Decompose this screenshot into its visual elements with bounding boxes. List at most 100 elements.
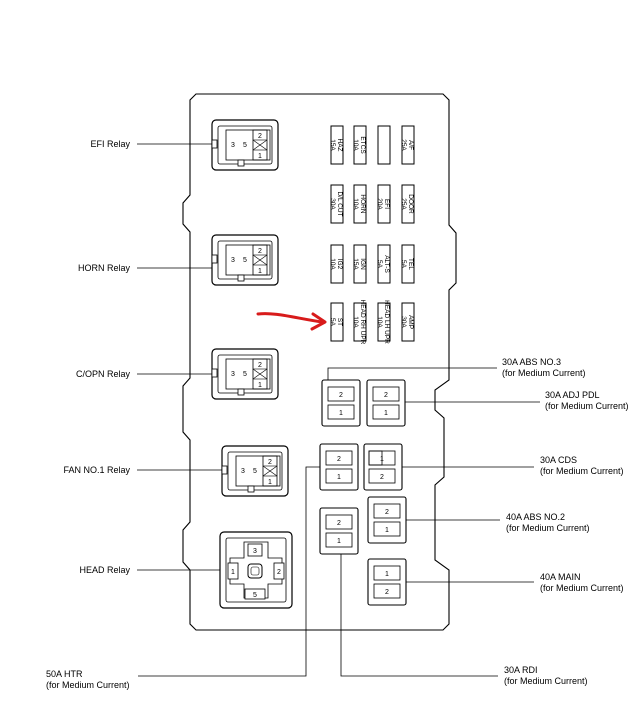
mini-fuse-label: A/F25A bbox=[400, 139, 414, 151]
mini-fuse-amp: 10A bbox=[329, 258, 336, 270]
mini-fuse-label: TEL5A bbox=[400, 258, 414, 270]
mini-fuse-label: ST5A bbox=[329, 318, 343, 327]
mini-fuse-body bbox=[401, 184, 415, 224]
fuse-terminal-1: 1 bbox=[380, 456, 384, 463]
fuse-terminal-1: 1 bbox=[337, 474, 341, 481]
mini-fuse-label: HORN10A bbox=[352, 194, 366, 213]
fuse-terminal-1: 1 bbox=[339, 410, 343, 417]
main-sub: (for Medium Current) bbox=[540, 583, 624, 593]
relay-terminal-2: 2 bbox=[258, 133, 262, 140]
fuse-abs-no2: 2 1 bbox=[367, 496, 407, 544]
relay-terminal-2: 2 bbox=[277, 569, 281, 576]
relay-terminal-5: 5 bbox=[243, 371, 247, 378]
mini-fuse: ETCS10A bbox=[352, 125, 367, 165]
mini-fuse-name: HEAD RH UPR bbox=[359, 300, 366, 345]
mini-fuse-amp: 10A bbox=[352, 139, 359, 151]
mini-fuse: TEL5A bbox=[400, 244, 415, 284]
mini-fuse-amp: 15A bbox=[352, 258, 359, 270]
fuse-terminal-1: 1 bbox=[384, 410, 388, 417]
abs-no2-title: 40A ABS NO.2 bbox=[506, 512, 565, 522]
fuse-terminal-1: 1 bbox=[385, 527, 389, 534]
fuse-terminal-2: 2 bbox=[337, 520, 341, 527]
mini-fuse-amp: 25A bbox=[400, 198, 407, 210]
mini-fuse-name: DOOR bbox=[407, 194, 414, 214]
fuse-htr: 2 1 bbox=[319, 443, 359, 491]
relay-terminal-1: 1 bbox=[258, 268, 262, 275]
mini-fuse: D/L CUT30A bbox=[329, 184, 344, 224]
relay-terminal-1: 1 bbox=[258, 382, 262, 389]
mini-fuse-body bbox=[377, 302, 391, 342]
mini-fuse-name: AMP bbox=[407, 315, 414, 329]
mini-fuse-amp: 10A bbox=[376, 316, 383, 328]
head-relay-label: HEAD Relay bbox=[79, 565, 130, 575]
mini-fuse-body bbox=[330, 184, 344, 224]
horn-relay: 3 5 2 1 bbox=[137, 234, 279, 286]
mini-fuse-body bbox=[353, 125, 367, 165]
mini-fuse-label: HEAD LH UPR10A bbox=[376, 300, 390, 344]
mini-fuse-name: IGN bbox=[359, 258, 366, 270]
efi-relay: 3 5 2 1 bbox=[137, 119, 279, 171]
fuse-main: 1 2 bbox=[367, 558, 407, 606]
mini-fuse-label: ALT-S5A bbox=[376, 255, 390, 273]
mini-fuse bbox=[377, 125, 391, 165]
mini-fuse-body bbox=[401, 302, 415, 342]
mini-fuse-amp: 5A bbox=[400, 260, 407, 269]
cds-title: 30A CDS bbox=[540, 455, 577, 465]
relay-terminal-1: 1 bbox=[268, 479, 272, 486]
htr-sub: (for Medium Current) bbox=[46, 680, 130, 690]
mini-fuse: HEAD LH UPR10A bbox=[376, 300, 391, 344]
relay-terminal-2: 2 bbox=[258, 362, 262, 369]
htr-title: 50A HTR bbox=[46, 669, 83, 679]
mini-fuse-body bbox=[401, 125, 415, 165]
mini-fuse: IG210A bbox=[329, 244, 344, 284]
mini-fuse-name: ALT-S bbox=[383, 255, 390, 273]
mini-fuse-amp: 30A bbox=[329, 198, 336, 210]
mini-fuse-body bbox=[377, 184, 391, 224]
fuse-cds: 1 2 bbox=[363, 443, 403, 491]
relay-terminal-3: 3 bbox=[253, 548, 257, 555]
fan1-relay: 3 5 2 1 bbox=[137, 445, 289, 497]
fuse-adj-pdl: 2 1 bbox=[366, 379, 406, 427]
mini-fuse-name: D/L CUT bbox=[336, 191, 343, 216]
mini-fuse-body bbox=[401, 244, 415, 284]
fuse-abs-no3: 2 1 bbox=[321, 379, 361, 427]
mini-fuse-amp: 5A bbox=[329, 318, 336, 327]
copn-relay: 3 5 2 1 bbox=[137, 348, 279, 400]
relay-terminal-5: 5 bbox=[253, 592, 257, 599]
mini-fuse-label: AMP30A bbox=[400, 315, 414, 329]
rdi-sub: (for Medium Current) bbox=[504, 676, 588, 686]
relay-terminal-2: 2 bbox=[258, 248, 262, 255]
mini-fuse-label: HEAD RH UPR10A bbox=[352, 300, 366, 345]
mini-fuse: A/F25A bbox=[400, 125, 415, 165]
relay-terminal-3: 3 bbox=[231, 142, 235, 149]
horn-relay-label: HORN Relay bbox=[78, 263, 131, 273]
fuse-box-outline bbox=[182, 93, 457, 631]
mini-fuse-label: ETCS10A bbox=[352, 136, 366, 154]
relay-terminal-2: 2 bbox=[268, 459, 272, 466]
mini-fuse-body bbox=[330, 244, 344, 284]
mini-fuse: HAZ15A bbox=[329, 125, 344, 165]
fuse-terminal-2: 2 bbox=[384, 392, 388, 399]
mini-fuse-name: ETCS bbox=[359, 136, 366, 154]
mini-fuse-name: IG2 bbox=[336, 259, 343, 270]
mini-fuse: EFI20A bbox=[376, 184, 391, 224]
relay-terminal-5: 5 bbox=[253, 468, 257, 475]
fuse-terminal-2: 2 bbox=[380, 474, 384, 481]
mini-fuse-amp: 15A bbox=[329, 139, 336, 151]
mini-fuse-name: TEL bbox=[407, 258, 414, 270]
mini-fuse-name: HAZ bbox=[336, 139, 343, 152]
mini-fuse-name: HORN bbox=[359, 194, 366, 213]
mini-fuse-label: EFI20A bbox=[376, 198, 390, 210]
mini-fuse: HORN10A bbox=[352, 184, 367, 224]
mini-fuse-label: HAZ15A bbox=[329, 139, 343, 152]
mini-fuse-amp: 30A bbox=[400, 316, 407, 328]
mini-fuse-name: A/F bbox=[407, 140, 414, 150]
mini-fuse-body bbox=[377, 244, 391, 284]
mini-fuse: ST5A bbox=[329, 302, 344, 342]
relay-terminal-3: 3 bbox=[231, 257, 235, 264]
fuse-rdi: 2 1 bbox=[319, 507, 359, 555]
abs-no3-title: 30A ABS NO.3 bbox=[502, 357, 561, 367]
fuse-terminal-2: 2 bbox=[385, 509, 389, 516]
fuse-terminal-2: 2 bbox=[339, 392, 343, 399]
